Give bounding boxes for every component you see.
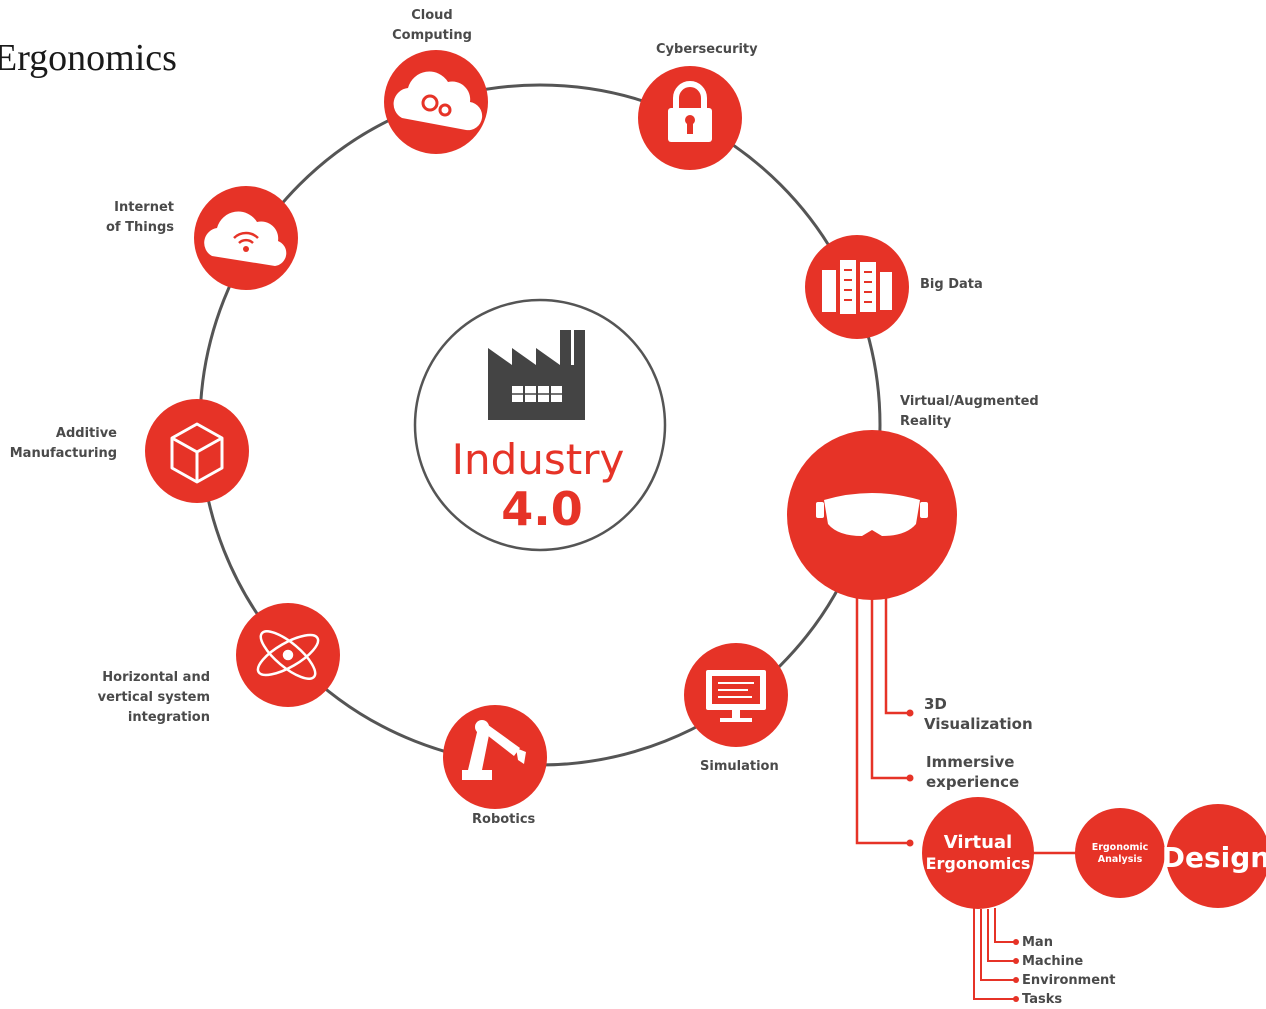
label-integration-line1: Horizontal and (102, 670, 210, 685)
node-big-data[interactable] (805, 235, 909, 339)
label-additive-line1: Additive (55, 426, 117, 441)
factor-man: Man (1022, 935, 1053, 950)
label-cybersecurity: Cybersecurity (656, 42, 758, 57)
label-internet-of-things: Internet of Things (74, 198, 174, 238)
label-3d-line2: Visualization (924, 715, 1033, 733)
node-virtual-ergonomics[interactable]: Virtual Ergonomics (922, 797, 1034, 909)
page-title: Ergonomics (0, 37, 177, 79)
label-simulation: Simulation (700, 759, 779, 774)
label-iot-line1: Internet (114, 200, 174, 215)
node-ergonomic-analysis[interactable]: Ergonomic Analysis (1075, 808, 1165, 898)
cube-icon (170, 422, 224, 484)
factor-list: Man Machine Environment Tasks (1022, 933, 1116, 1009)
node-virtual-augmented-reality[interactable] (787, 430, 957, 600)
factor-dot-man (1013, 939, 1019, 945)
padlock-icon (668, 81, 712, 142)
label-immersive-line1: Immersive (926, 753, 1015, 771)
label-cloud-line2: Computing (392, 28, 472, 43)
factory-icon (488, 330, 585, 420)
center-circle (413, 298, 667, 552)
node-system-integration[interactable] (236, 603, 340, 707)
atom-icon (256, 630, 320, 680)
branch-dot-immersive (906, 774, 914, 782)
label-3d-visualization: 3D Visualization (924, 694, 1033, 734)
node-internet-of-things[interactable] (194, 186, 298, 290)
server-racks-icon (822, 260, 892, 314)
cloud-wifi-icon (204, 211, 287, 266)
label-iot-line2: of Things (106, 220, 174, 235)
branch-dot-ergonomics (906, 839, 914, 847)
label-integration-line3: integration (127, 710, 210, 725)
virtual-ergonomics-line1: Virtual (944, 832, 1012, 853)
factor-dot-tasks (1013, 996, 1019, 1002)
ergonomic-analysis-line1: Ergonomic (1092, 842, 1149, 853)
factor-branch-lines (973, 908, 1014, 1000)
virtual-ergonomics-line2: Ergonomics (926, 854, 1031, 873)
node-cloud-computing[interactable] (384, 50, 488, 154)
design-label: Design (1162, 841, 1266, 874)
vr-branch-lines (855, 597, 1078, 855)
factor-dot-environment (1013, 977, 1019, 983)
label-system-integration: Horizontal and vertical system integrati… (80, 668, 210, 728)
factor-dot-machine (1013, 958, 1019, 964)
center-title-line2: 4.0 (501, 482, 583, 536)
ergonomic-analysis-line2: Analysis (1098, 854, 1143, 865)
robot-arm-icon (462, 720, 526, 780)
factor-tasks: Tasks (1022, 992, 1063, 1007)
factor-environment: Environment (1022, 973, 1116, 988)
cloud-gears-icon (393, 71, 483, 131)
center-title-line1: Industry (452, 435, 625, 484)
node-design[interactable]: Design (1162, 804, 1266, 908)
label-additive-manufacturing: Additive Manufacturing (0, 424, 117, 464)
label-vr-line2: Reality (900, 414, 952, 429)
node-robotics[interactable] (443, 705, 547, 809)
label-integration-line2: vertical system (97, 690, 210, 705)
node-cybersecurity[interactable] (638, 66, 742, 170)
label-immersive-line2: experience (926, 773, 1020, 791)
branch-dot-3d (906, 709, 914, 717)
factor-machine: Machine (1022, 954, 1084, 969)
label-additive-line2: Manufacturing (9, 446, 117, 461)
node-simulation[interactable] (684, 643, 788, 747)
label-vr-line1: Virtual/Augmented (900, 394, 1039, 409)
label-immersive-experience: Immersive experience (926, 752, 1019, 792)
label-cloud-line1: Cloud (411, 8, 453, 23)
label-cloud-computing: Cloud Computing (380, 6, 484, 46)
vr-goggles-icon (816, 493, 928, 536)
label-virtual-augmented-reality: Virtual/Augmented Reality (900, 392, 1039, 432)
node-additive-manufacturing[interactable] (145, 399, 249, 503)
label-robotics: Robotics (472, 812, 536, 827)
label-3d-line1: 3D (924, 695, 947, 713)
monitor-icon (706, 670, 766, 722)
label-big-data: Big Data (920, 277, 983, 292)
